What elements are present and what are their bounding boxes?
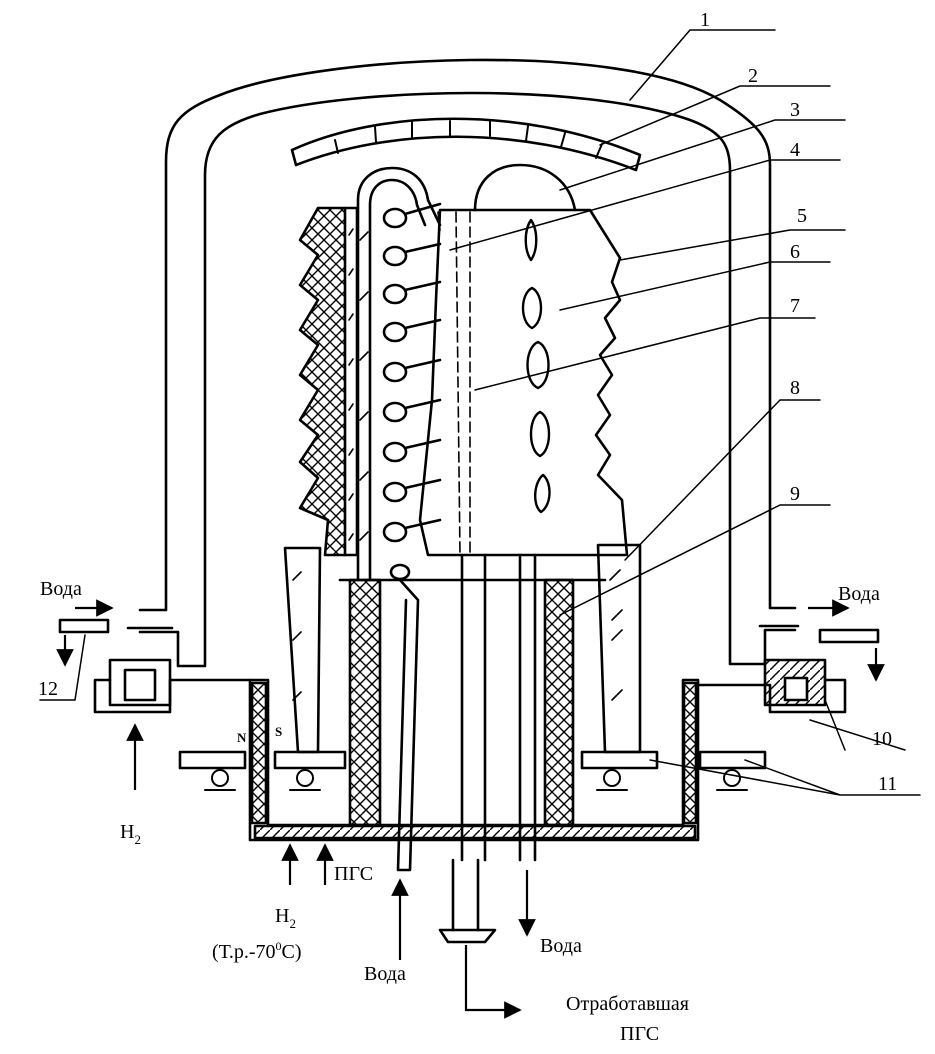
magnet-s-label: S xyxy=(275,724,282,739)
induction-coil xyxy=(382,202,442,581)
exhaust-label-line2: ПГС xyxy=(620,1023,659,1045)
part-number-5: 5 xyxy=(797,205,807,227)
water-in-bottom-label: Вода xyxy=(364,963,406,985)
electrode-right xyxy=(543,578,575,827)
bell-jar-outer-wall xyxy=(138,58,797,612)
magnet-n-label: N xyxy=(237,730,247,745)
part-number-10: 10 xyxy=(872,728,892,750)
part-number-12: 12 xyxy=(38,678,58,700)
wafers xyxy=(521,218,551,514)
left-quartz-rod xyxy=(343,206,359,557)
susceptor-cap xyxy=(473,163,577,212)
part-number-3: 3 xyxy=(790,99,800,121)
part-number-4: 4 xyxy=(790,139,800,161)
part-number-11: 11 xyxy=(878,773,897,795)
water-in-left-label: Вода xyxy=(40,578,82,600)
part-number-8: 8 xyxy=(790,377,800,399)
pgs-in-label: ПГС xyxy=(334,863,373,885)
electrode-left xyxy=(348,578,382,827)
left-insulator xyxy=(298,206,347,557)
water-out-right-label: Вода xyxy=(838,583,880,605)
h2-left-label: H2 xyxy=(120,821,141,847)
part-numbers: 1 2 3 4 5 6 7 8 9 10 11 12 xyxy=(38,9,897,795)
part-number-2: 2 xyxy=(748,65,758,87)
part-number-7: 7 xyxy=(790,295,800,317)
part-number-1: 1 xyxy=(700,9,710,31)
heat-shield xyxy=(290,117,642,172)
bell-jar-inner-wall xyxy=(138,91,797,668)
susceptor xyxy=(418,208,629,557)
hairpin-tube xyxy=(356,166,442,582)
part-number-9: 9 xyxy=(790,483,800,505)
part-number-6: 6 xyxy=(790,241,800,263)
h2-bottom-label: H2 xyxy=(275,905,296,931)
h2-dew-point-label: (Т.р.-700С) xyxy=(212,939,302,963)
water-out-bottom-label: Вода xyxy=(540,935,582,957)
exhaust-label-line1: Отработавшая xyxy=(566,993,689,1015)
